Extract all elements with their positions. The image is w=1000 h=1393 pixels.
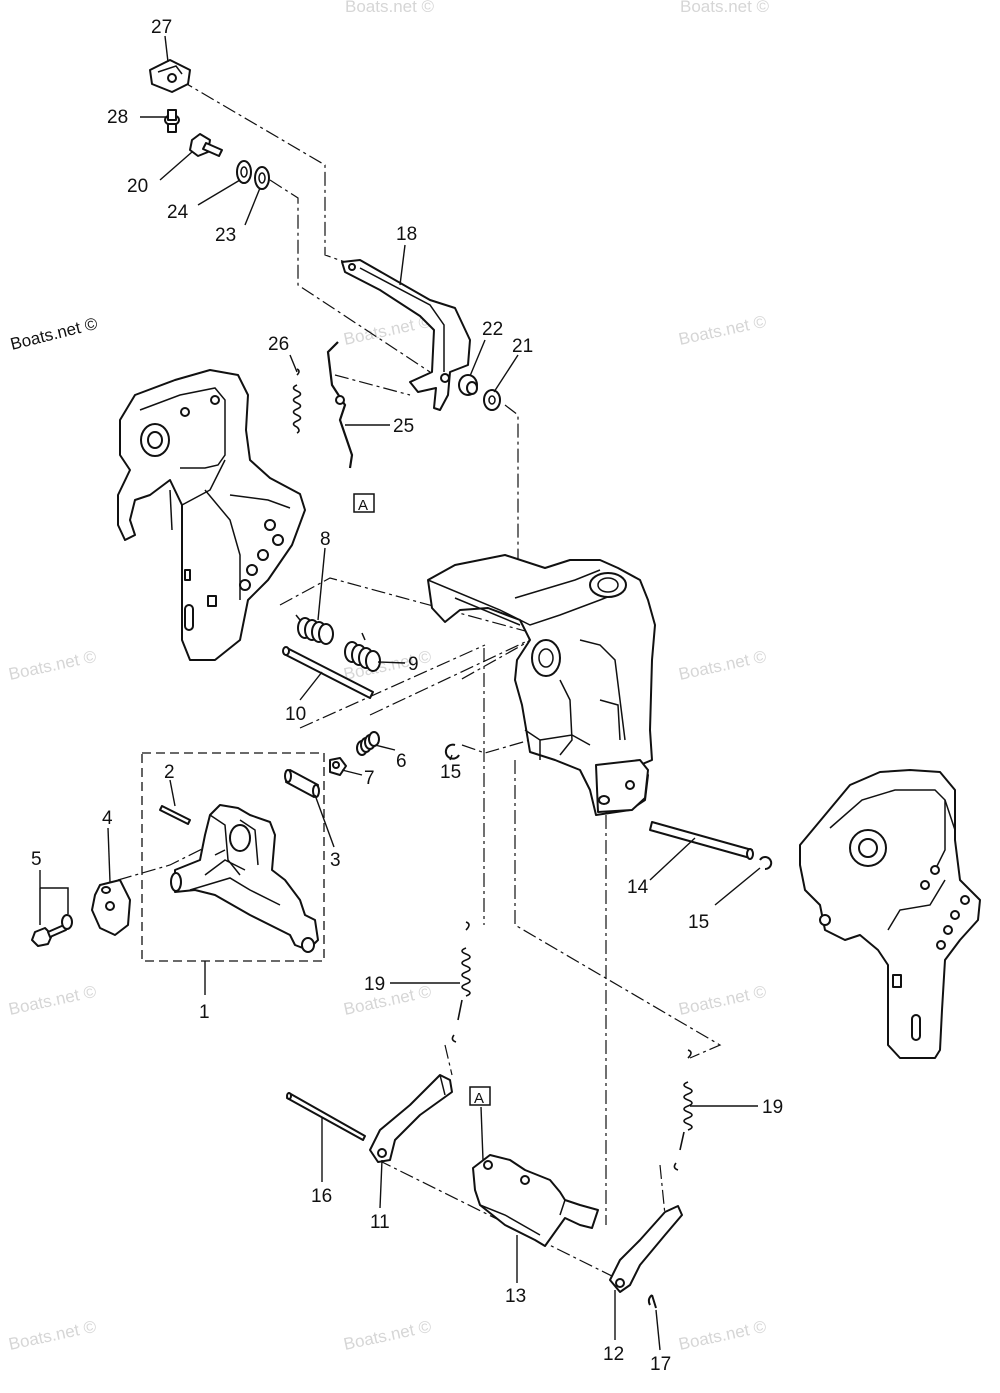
- callout-7: 7: [364, 768, 375, 789]
- part-1-assembly-box: [141, 752, 325, 962]
- watermark: Boats.net ©: [677, 647, 769, 684]
- reference-label-a: A: [474, 1090, 484, 1107]
- callout-20: 20: [127, 176, 148, 197]
- callout-22: 22: [482, 319, 503, 340]
- watermark: Boats.net ©: [677, 1317, 769, 1354]
- callout-6: 6: [396, 751, 407, 772]
- callout-13: 13: [505, 1286, 526, 1307]
- part-21-washer: [483, 389, 501, 411]
- watermark: Boats.net ©: [7, 647, 99, 684]
- part-9-spring: [344, 632, 381, 672]
- callout-19: 19: [364, 974, 385, 995]
- callout-1: 1: [199, 1002, 210, 1023]
- part-19-spring: [673, 1049, 693, 1171]
- callout-19: 19: [762, 1097, 783, 1118]
- part-17-pin: [647, 1294, 657, 1309]
- callout-12: 12: [603, 1344, 624, 1365]
- watermark: Boats.net ©: [680, 0, 770, 16]
- callout-24: 24: [167, 202, 189, 223]
- part-10-shaft: [282, 646, 374, 699]
- callout-25: 25: [393, 416, 414, 437]
- leader-lines: [39, 35, 761, 1351]
- callout-21: 21: [512, 336, 533, 357]
- callout-10: 10: [285, 704, 306, 725]
- part-24-washer: [236, 160, 252, 184]
- watermark: Boats.net ©: [342, 312, 434, 349]
- reference-box-a: [469, 1086, 491, 1106]
- part-2-pin: [159, 805, 191, 825]
- right-clamp-bracket: [799, 769, 981, 1059]
- part-15-clip: [759, 856, 773, 871]
- callout-26: 26: [268, 334, 289, 355]
- callout-3: 3: [330, 850, 341, 871]
- callout-labels: 27 28 20 24 23 18 26 22 21 25 8 9 10 2 4…: [31, 17, 783, 1375]
- callout-2: 2: [164, 762, 175, 783]
- watermark: Boats.net ©: [345, 0, 435, 16]
- part-8-spring: [295, 614, 334, 645]
- part-22-bushing: [458, 374, 478, 396]
- part-6-spring: [356, 731, 380, 756]
- watermark: Boats.net ©: [677, 982, 769, 1019]
- part-15-clip: [444, 743, 460, 760]
- callout-9: 9: [408, 654, 419, 675]
- callout-5: 5: [31, 849, 42, 870]
- part-7-nut: [329, 757, 347, 776]
- watermark: Boats.net ©: [677, 312, 769, 349]
- watermark: Boats.net ©: [7, 1317, 99, 1354]
- swivel-case: [427, 554, 656, 816]
- callout-15: 15: [688, 912, 709, 933]
- part-25-link-rod: [326, 341, 354, 469]
- callout-27: 27: [151, 17, 172, 38]
- callout-16: 16: [311, 1186, 332, 1207]
- brand-label: Boats.net ©: [8, 314, 99, 354]
- watermark: Boats.net ©: [7, 982, 99, 1019]
- part-4-plate: [91, 879, 131, 936]
- part-23-washer: [254, 166, 270, 190]
- watermark: Boats.net ©: [342, 1317, 434, 1354]
- reference-box-a: [353, 493, 375, 513]
- reference-label-a: A: [358, 497, 368, 514]
- part-28-screw: [164, 109, 180, 133]
- callout-14: 14: [627, 877, 649, 898]
- callout-11: 11: [370, 1212, 390, 1233]
- callout-28: 28: [107, 107, 128, 128]
- callout-4: 4: [102, 808, 113, 829]
- part-5-bolt: [31, 887, 73, 947]
- part-18-bracket: [341, 259, 471, 411]
- part-19-spring: [451, 921, 471, 1043]
- callout-17: 17: [650, 1354, 671, 1375]
- part-20-bolt: [189, 133, 223, 157]
- left-clamp-bracket: [117, 369, 306, 661]
- part-1-swivel-bracket: [170, 804, 319, 953]
- callout-8: 8: [320, 529, 331, 550]
- watermark: Boats.net ©: [342, 982, 434, 1019]
- part-27-clip: [149, 59, 191, 93]
- part-16-rod: [286, 1092, 366, 1141]
- assembly-lines: [117, 79, 722, 1286]
- part-3-bushing: [284, 769, 320, 798]
- callout-18: 18: [396, 224, 417, 245]
- part-13-lever: [472, 1154, 599, 1247]
- part-11-lever: [369, 1074, 453, 1163]
- part-12-lever: [609, 1205, 683, 1293]
- callout-15: 15: [440, 762, 461, 783]
- part-14-shaft: [649, 821, 754, 860]
- callout-23: 23: [215, 225, 236, 246]
- part-26-spring: [292, 368, 302, 434]
